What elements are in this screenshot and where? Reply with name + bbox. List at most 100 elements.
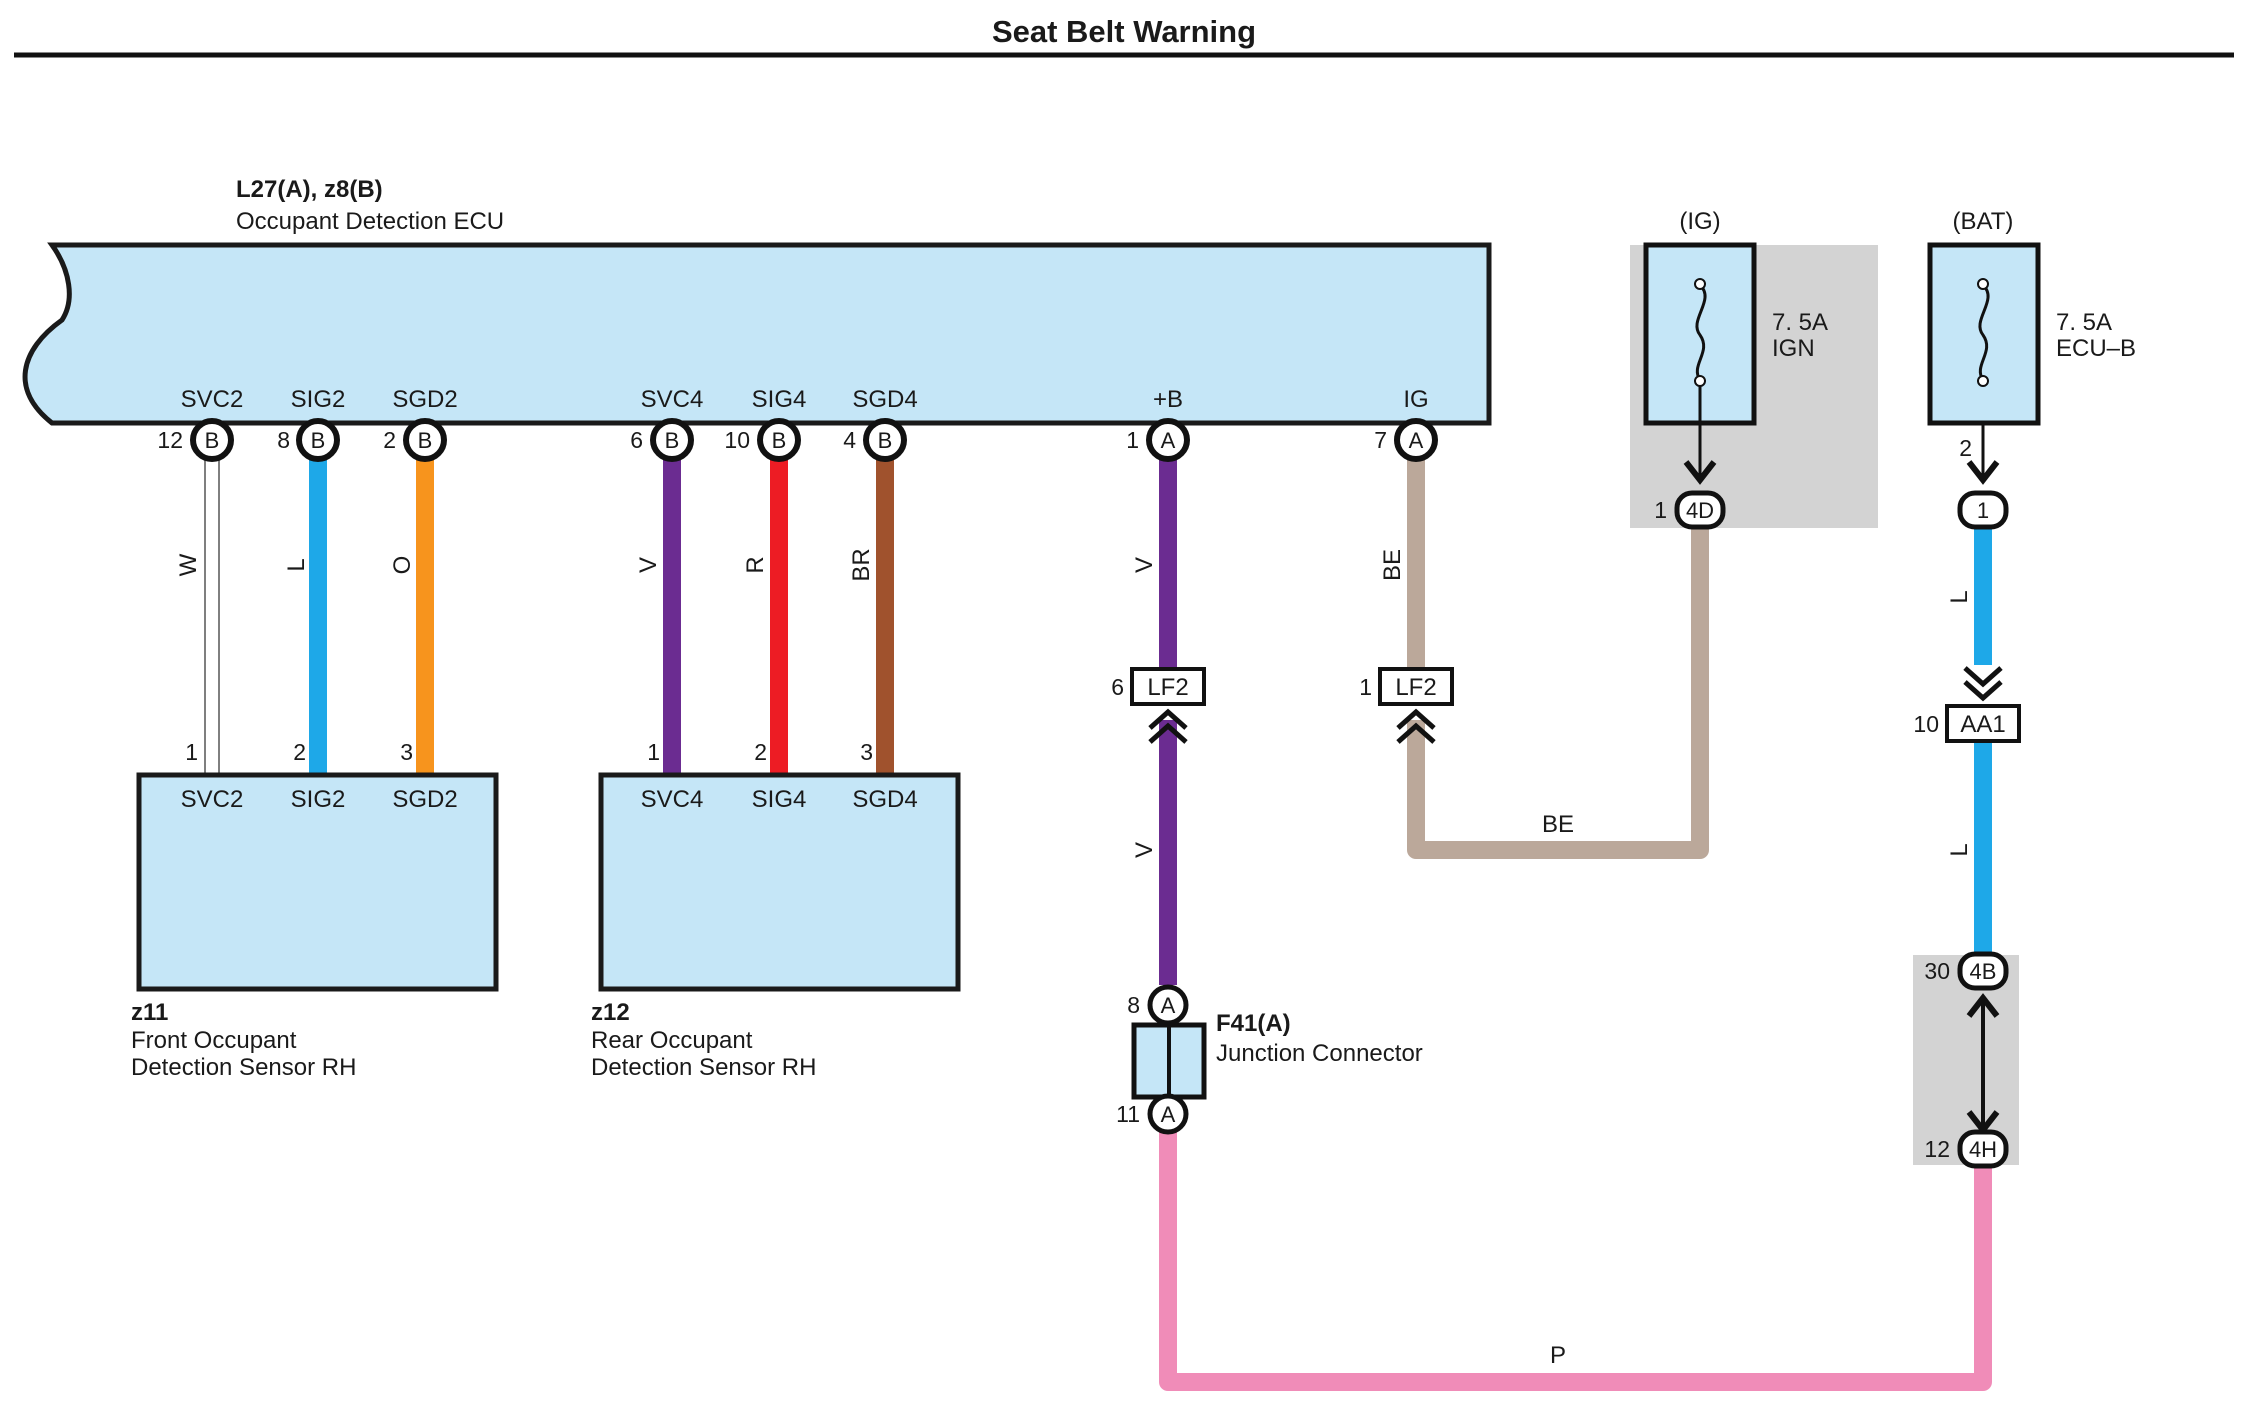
- svg-text:B: B: [665, 428, 680, 453]
- sensor-front-name-1: Front Occupant: [131, 1027, 297, 1054]
- sensor-rear-pin-num-2: 2: [754, 739, 767, 765]
- sensor-front-pin-num-1: 1: [185, 739, 198, 765]
- sensor-front-pin-label-3: SGD2: [392, 786, 457, 813]
- fuse-bat-rating: 7. 5A: [2056, 309, 2112, 336]
- sensor-front-pin-num-3: 3: [400, 739, 413, 765]
- ecu-pin-num-svc2: 12: [157, 427, 183, 453]
- ecu-pin-label-sig2: SIG2: [291, 386, 346, 413]
- ecu-pin-num-svc4: 6: [630, 427, 643, 453]
- ecu-pin-sig2: B: [296, 418, 340, 462]
- ecu-pin-svc2: B: [190, 418, 234, 462]
- ecu-pin-num-sig2: 8: [277, 427, 290, 453]
- svg-text:B: B: [878, 428, 893, 453]
- sensor-rear-name-1: Rear Occupant: [591, 1027, 753, 1054]
- junction-name: Junction Connector: [1216, 1040, 1423, 1067]
- wire-label-sig4: R: [742, 556, 769, 573]
- ecu-pin-label-sgd4: SGD4: [852, 386, 917, 413]
- ecu-body: [22, 242, 1492, 426]
- fuse-icon: [1695, 283, 1707, 381]
- fuse-ig-output: [1674, 490, 1726, 530]
- connector-aa1-num: 10: [1913, 711, 1939, 737]
- sensor-front-name-2: Detection Sensor RH: [131, 1054, 356, 1081]
- junction-code: F41(A): [1216, 1010, 1291, 1037]
- sensor-rear-pin-num-1: 1: [647, 739, 660, 765]
- connector-lf2-ig-num: 1: [1359, 674, 1372, 700]
- wire-label-ig-up: BE: [1379, 549, 1406, 581]
- chevron-up-icon: [1148, 722, 1188, 744]
- junction-bottom-num: 11: [1116, 1101, 1140, 1127]
- wire-svc2: [204, 457, 220, 775]
- arrow-down-icon: [1966, 460, 2000, 485]
- ecu-pin-num-sgd4: 4: [843, 427, 856, 453]
- wire-label-sgd2: O: [389, 556, 416, 575]
- sensor-rear-name-2: Detection Sensor RH: [591, 1054, 816, 1081]
- sensor-rear-pin-label-3: SGD4: [852, 786, 917, 813]
- sensor-rear-pin-label-1: SVC4: [641, 786, 704, 813]
- wire-label-bat-upper: L: [1946, 590, 1973, 603]
- svg-text:B: B: [772, 428, 787, 453]
- fuse-ig-output-conn: 4D: [1686, 498, 1714, 523]
- wire-label-b-lower: V: [1131, 842, 1158, 858]
- sensor-rear-pin-label-2: SIG4: [752, 786, 807, 813]
- ecu-pin-label-sgd2: SGD2: [392, 386, 457, 413]
- fuse-ig-header: (IG): [1679, 208, 1720, 235]
- fuse-bat-header: (BAT): [1953, 208, 2014, 235]
- jb-top-conn: 4B: [1970, 959, 1997, 984]
- svg-text:B: B: [205, 428, 220, 453]
- jb-bottom-connector: [1957, 1129, 2009, 1169]
- chevron-up-icon: [1396, 708, 1436, 730]
- wire-label-pink: P: [1550, 1342, 1566, 1369]
- jb-bottom-conn: 4H: [1969, 1137, 1997, 1162]
- connector-lf2-b-num: 6: [1111, 674, 1124, 700]
- fuse-bat-output-conn: 1: [1977, 498, 1989, 523]
- fuse-bat-terminal-top: [1977, 278, 1989, 290]
- junction-bottom-conn: A: [1161, 1102, 1176, 1127]
- ecu-pin-label-svc4: SVC4: [641, 386, 704, 413]
- junction-block-region: [1913, 955, 2019, 1165]
- sensor-front-body: [136, 772, 499, 992]
- ecu-pin-num-ig: 7: [1374, 427, 1387, 453]
- ecu-pin-label-svc2: SVC2: [181, 386, 244, 413]
- wire-ig-bottom: [1407, 525, 1709, 859]
- connector-lf2-b: [1130, 667, 1206, 706]
- fuse-icon: [1978, 283, 1990, 381]
- ecu-pin-label-b: +B: [1153, 386, 1183, 413]
- jb-top-num: 30: [1924, 958, 1950, 984]
- fuse-ig-terminal-bottom: [1694, 375, 1706, 387]
- connector-lf2-ig: [1378, 667, 1454, 706]
- ecu-pin-num-sig4: 10: [724, 427, 750, 453]
- ecu-code: L27(A), z8(B): [236, 176, 383, 203]
- fuse-bat-name: ECU–B: [2056, 335, 2136, 362]
- connector-lf2-b-name: LF2: [1147, 674, 1188, 701]
- wire-label-sig2: L: [283, 558, 310, 571]
- sensor-rear-pin-num-3: 3: [860, 739, 873, 765]
- jb-top-connector: [1957, 951, 2009, 991]
- wire-label-svc4: V: [635, 557, 662, 573]
- fuse-bat-pin-num: 2: [1959, 435, 1972, 461]
- diagram-title: Seat Belt Warning: [992, 14, 1256, 49]
- fuse-ig-terminal-top: [1694, 278, 1706, 290]
- wire-label-ig-bottom: BE: [1542, 811, 1574, 838]
- wire-label-svc2: W: [175, 553, 202, 576]
- junction-top-conn: A: [1161, 993, 1176, 1018]
- ecu-pin-num-sgd2: 2: [383, 427, 396, 453]
- svg-text:B: B: [418, 428, 433, 453]
- wire-pink-run: [1159, 1125, 1992, 1391]
- junction-bottom-pin: [1147, 1093, 1189, 1135]
- ecu-pin-b: A: [1146, 418, 1190, 462]
- svg-text:A: A: [1161, 428, 1176, 453]
- ecu-pin-sgd4: B: [863, 418, 907, 462]
- ecu-pin-num-b: 1: [1126, 427, 1139, 453]
- ecu-pin-label-sig4: SIG4: [752, 386, 807, 413]
- ecu-pin-ig: A: [1394, 418, 1438, 462]
- ecu-pin-sig4: B: [757, 418, 801, 462]
- sensor-front-pin-num-2: 2: [293, 739, 306, 765]
- sensor-front-pin-label-2: SIG2: [291, 786, 346, 813]
- ecu-name: Occupant Detection ECU: [236, 208, 504, 235]
- ecu-pin-label-ig: IG: [1403, 386, 1428, 413]
- svg-text:B: B: [311, 428, 326, 453]
- jb-bottom-num: 12: [1924, 1136, 1950, 1162]
- fuse-ig-name: IGN: [1772, 335, 1815, 362]
- ecu-pin-sgd2: B: [403, 418, 447, 462]
